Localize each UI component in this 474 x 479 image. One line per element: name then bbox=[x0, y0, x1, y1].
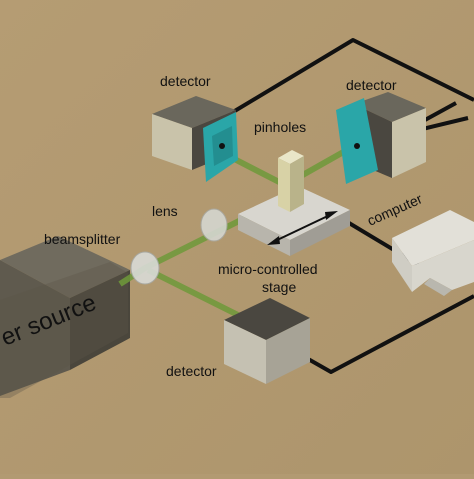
stage-label-line2: stage bbox=[262, 279, 296, 295]
detector-top-left bbox=[152, 96, 238, 182]
pinhole-post bbox=[278, 150, 304, 212]
computer bbox=[392, 210, 474, 296]
detector-bottom-label: detector bbox=[166, 363, 217, 379]
pinhole-panel-right bbox=[336, 98, 378, 184]
beamsplitter-optic bbox=[130, 251, 160, 285]
lens-label: lens bbox=[152, 203, 178, 219]
micro-controlled-stage bbox=[238, 186, 350, 256]
laser-source: er source bbox=[0, 236, 130, 398]
lens-optic bbox=[200, 208, 228, 242]
detector-top-right bbox=[336, 92, 426, 184]
stage-label-line1: micro-controlled bbox=[218, 261, 318, 277]
detector-top-right-label: detector bbox=[346, 77, 397, 93]
stage-direction-arrow bbox=[272, 213, 333, 243]
pinholes-label: pinholes bbox=[254, 119, 306, 135]
beamsplitter-label: beamsplitter bbox=[44, 231, 121, 247]
detector-top-left-label: detector bbox=[160, 73, 211, 89]
wire-top-loop bbox=[231, 38, 474, 114]
detector-bottom bbox=[224, 298, 310, 384]
